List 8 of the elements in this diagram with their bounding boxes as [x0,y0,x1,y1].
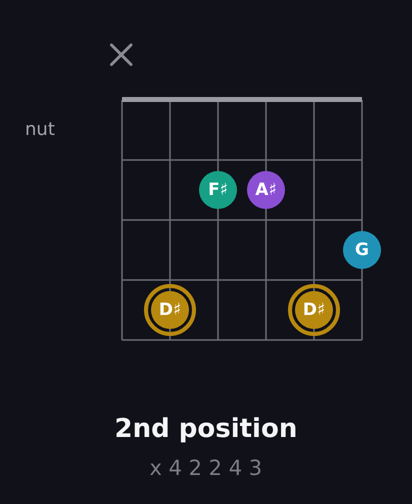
note-dot: F♯ [199,171,237,209]
fingering-text: x 4 2 2 4 3 [150,458,262,479]
note-dot: G [343,231,381,269]
root-note-dot: D♯ [288,284,340,336]
nut-label: nut [25,121,55,139]
root-note-dot: D♯ [144,284,196,336]
position-title: 2nd position [114,416,298,442]
note-dot: A♯ [247,171,285,209]
